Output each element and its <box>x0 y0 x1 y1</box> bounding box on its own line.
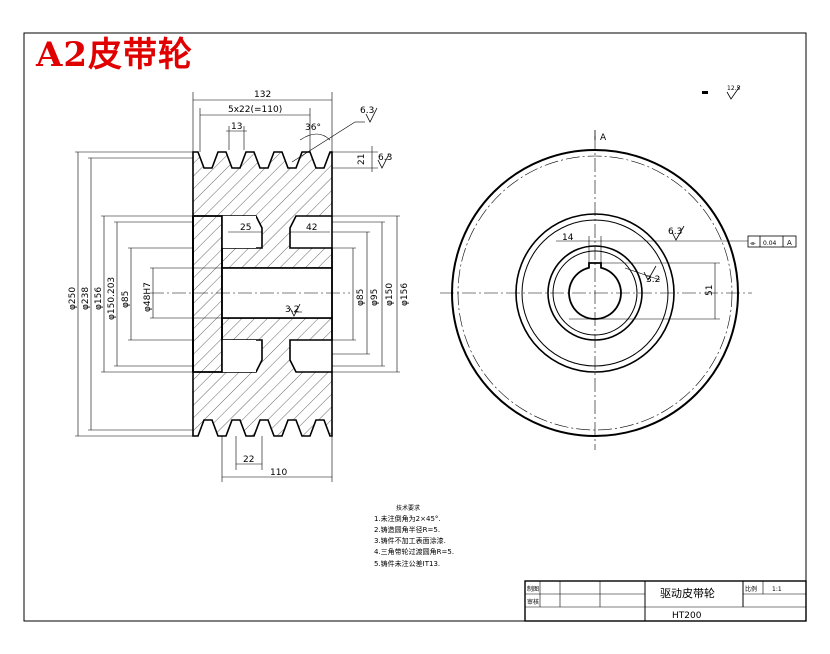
key-roughness-value: 6.3 <box>668 227 682 237</box>
side-view: A 14 6.3 3.2 51 ⌯ 0.04 A <box>440 130 797 450</box>
tolerance-datum: A <box>787 239 792 247</box>
part-name: 驱动皮带轮 <box>660 586 715 600</box>
dim-depth-roughness: 6.3 <box>378 153 392 163</box>
note-4: 4.三角带轮过渡圆角R=5. <box>374 547 454 556</box>
scale-label: 比例 <box>745 585 757 593</box>
bore-with-keyway <box>568 262 622 320</box>
tolerance-symbol: ⌯ <box>750 239 756 247</box>
dim-bottom-pitch: 22 <box>243 455 254 465</box>
section-label: A <box>600 133 607 143</box>
note-3: 3.铸件不加工表面涂漆. <box>374 536 446 545</box>
dim-overall-width: 132 <box>254 90 271 100</box>
dim-web-thick: 25 <box>240 223 251 233</box>
tolerance-value: 0.04 <box>763 240 777 247</box>
technical-notes: 技术要求 1.未注倒角为2×45°. 2.铸造圆角半径R=5. 3.铸件不加工表… <box>374 504 454 568</box>
corner-roughness-value: 12.5 <box>727 85 741 92</box>
checked-label: 审核 <box>527 598 539 606</box>
dim-bore: φ48H7 <box>143 282 153 312</box>
dim-hub-156: φ156 <box>400 283 410 306</box>
dim-hub-95: φ95 <box>370 289 380 306</box>
dim-groove-pitch: 5x22(=110) <box>228 105 282 115</box>
dim-hub-150: φ150 <box>385 283 395 306</box>
scale-value: 1:1 <box>772 586 782 593</box>
dim-dia-85: φ85 <box>121 291 131 308</box>
dim-bottom-length: 110 <box>270 468 287 478</box>
dim-web-gap: 42 <box>306 223 317 233</box>
material: HT200 <box>672 611 702 621</box>
dim-hub-85: φ85 <box>356 289 366 306</box>
tolerance-frame: ⌯ 0.04 A <box>747 235 797 248</box>
note-2: 2.铸造圆角半径R=5. <box>374 525 440 534</box>
key-depth-dim: 51 <box>705 285 715 296</box>
bore-roughness-symbol <box>643 265 657 281</box>
front-section-view: 132 5x22(=110) 13 36° 6.3 21 6.3 φ250 φ2… <box>68 90 410 482</box>
corner-roughness-symbol <box>726 85 741 100</box>
dim-groove-angle: 36° <box>305 123 321 133</box>
roughness-symbol-depth <box>377 153 390 169</box>
sheet-border <box>23 32 807 622</box>
dim-pitch-dia: φ238 <box>81 287 91 310</box>
dim-bore-roughness: 3.2 <box>285 305 299 315</box>
dim-groove-depth: 21 <box>357 154 367 165</box>
note-5: 5.铸件未注公差IT13. <box>374 559 440 568</box>
roughness-symbol-groove <box>365 107 378 123</box>
dim-groove-width: 13 <box>231 122 242 132</box>
dim-groove-roughness: 6.3 <box>360 106 374 116</box>
note-1: 1.未注倒角为2×45°. <box>374 514 441 523</box>
notes-heading: 技术要求 <box>396 504 420 512</box>
dim-dia-156: φ156 <box>94 287 104 310</box>
dim-dia-150-203: φ150.203 <box>107 277 117 320</box>
corner-roughness-mark <box>702 91 708 94</box>
title-block <box>524 580 807 622</box>
keyway-roughness-symbol <box>671 225 685 241</box>
left-flange <box>192 215 223 373</box>
side-bore-roughness-value: 3.2 <box>646 275 660 285</box>
key-width-dim: 14 <box>562 233 574 243</box>
roughness-symbol-bore <box>289 303 301 317</box>
dim-rim-dia: φ250 <box>68 287 78 310</box>
drawn-label: 制图 <box>527 585 539 593</box>
drawing-title: A2皮带轮 <box>36 35 194 75</box>
